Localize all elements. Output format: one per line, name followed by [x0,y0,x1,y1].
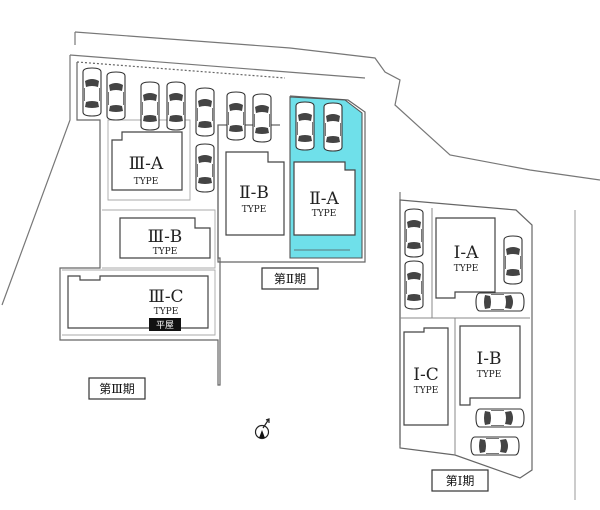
lot-3a-type: TYPE [134,177,159,187]
lot-1c-type: TYPE [414,386,439,396]
lot-3b-name: Ⅲ-B [148,227,183,247]
svg-text:第Ⅱ期: 第Ⅱ期 [274,272,306,286]
phase1-label: 第Ⅰ期 [431,469,489,492]
lot-3a[interactable]: Ⅲ-A TYPE [111,131,183,191]
lot-1b[interactable]: Ⅰ-B TYPE [459,325,521,406]
lot-1b-type: TYPE [477,370,502,380]
lot-1a[interactable]: Ⅰ-A TYPE [435,217,496,299]
lot-3c-name: Ⅲ-C [148,287,183,307]
lot-3b-type: TYPE [153,247,178,257]
lot-2a-name: Ⅱ-A [309,189,339,209]
lot-1a-name: Ⅰ-A [454,243,479,263]
lot-1a-type: TYPE [454,264,479,274]
phase3-label: 第Ⅲ期 [88,377,146,400]
lot-3a-name: Ⅲ-A [129,154,164,174]
lot-2a-type: TYPE [312,209,337,219]
lot-3c[interactable]: Ⅲ-C TYPE 平屋 [67,275,209,331]
lot-2b[interactable]: Ⅱ-B TYPE [225,151,285,236]
svg-text:第Ⅲ期: 第Ⅲ期 [99,382,135,396]
lot-1c-name: Ⅰ-C [413,365,438,385]
lot-2b-type: TYPE [242,205,267,215]
phase2-label: 第Ⅱ期 [261,267,319,290]
north-arrow-icon [254,418,270,440]
single-storey-badge-text: 平屋 [156,320,174,331]
lot-1c[interactable]: Ⅰ-C TYPE [403,327,449,426]
lot-1b-name: Ⅰ-B [477,349,502,369]
lot-2b-name: Ⅱ-B [239,183,269,203]
single-storey-badge [149,318,181,331]
lot-3c-type: TYPE [154,307,179,317]
lot-3b[interactable]: Ⅲ-B TYPE [119,217,211,259]
svg-text:第Ⅰ期: 第Ⅰ期 [446,474,475,488]
phase1-area [399,199,533,479]
